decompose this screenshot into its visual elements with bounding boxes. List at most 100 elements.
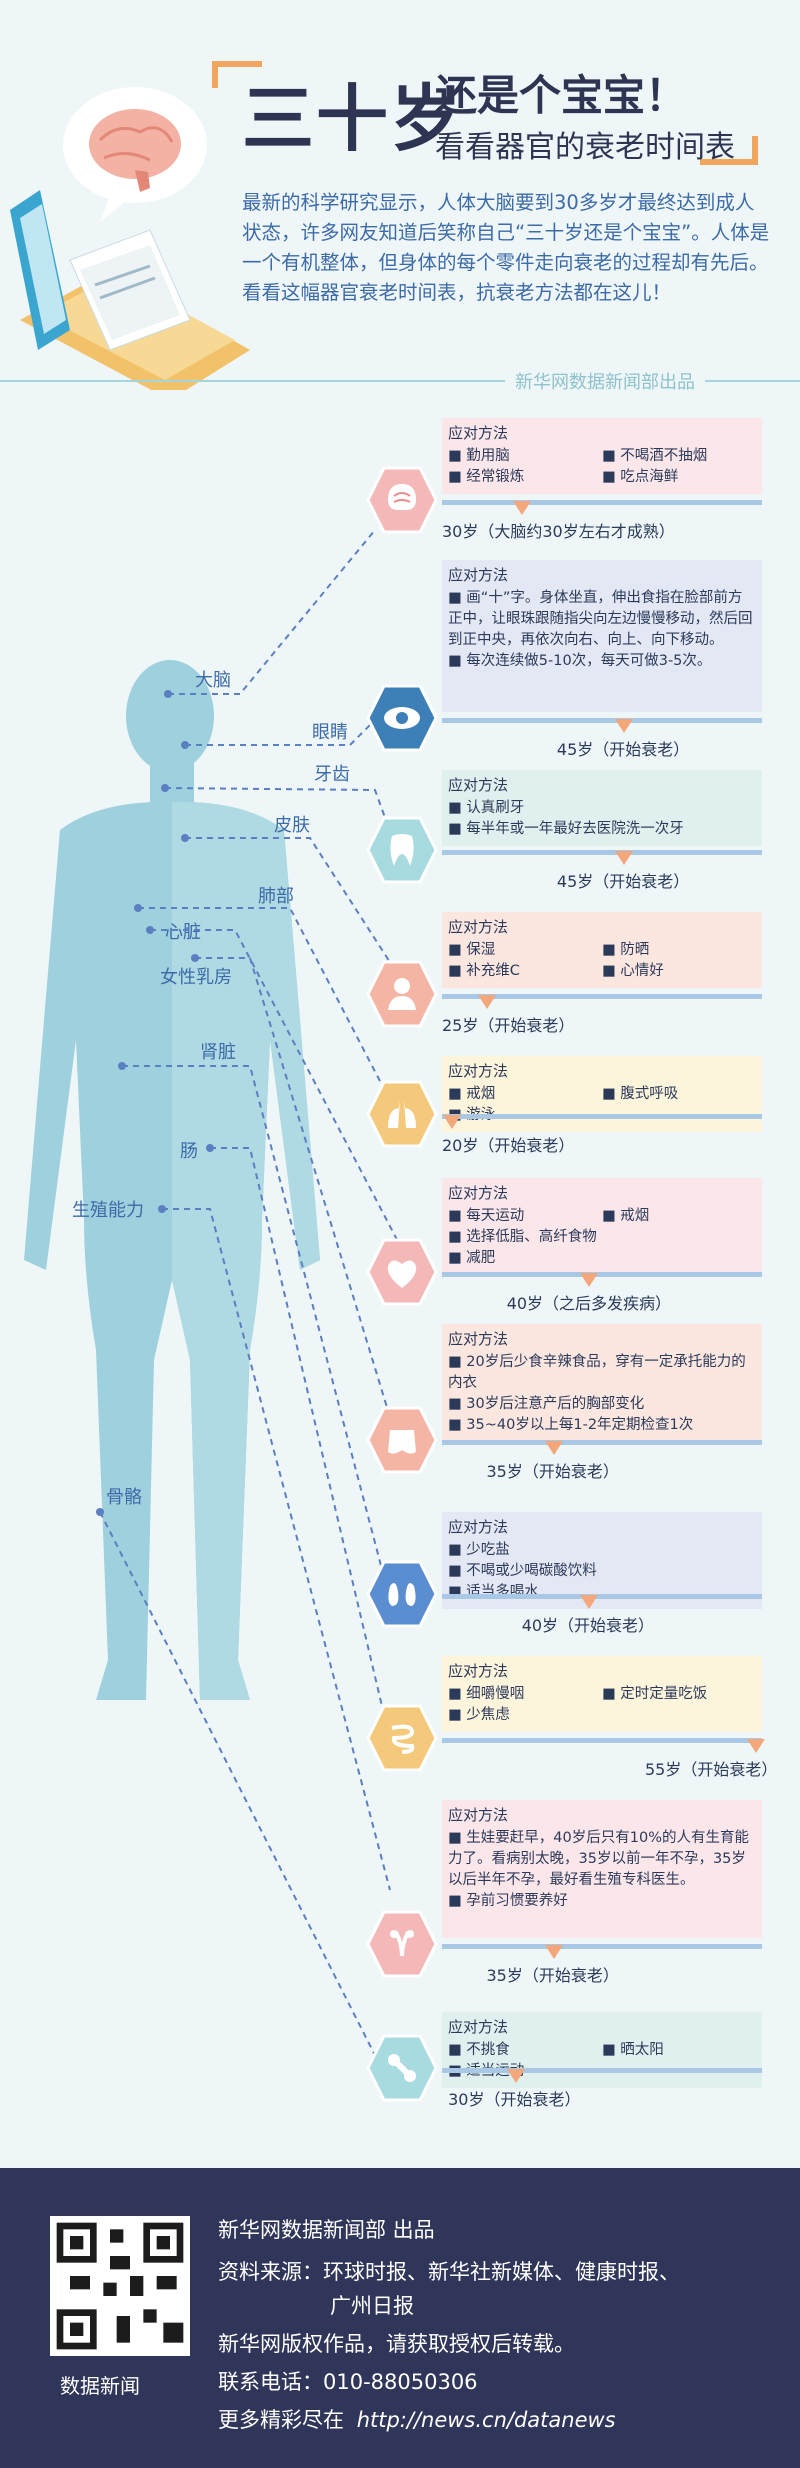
age-timeline-bar [442, 718, 762, 723]
label-skin: 皮肤 [274, 815, 310, 836]
age-timeline-bar [442, 1944, 762, 1949]
age-timeline-bar [442, 994, 762, 999]
card-kidney: 应对方法 ■ 少吃盐■ 不喝或少喝碳酸饮料■ 适当多喝水 [442, 1512, 762, 1609]
age-label: 25岁（开始衰老） [442, 1016, 575, 1035]
method-item: ■ 认真刷牙 [448, 800, 525, 816]
age-marker [615, 851, 634, 865]
method-item: ■ 每次连续做5-10次，每天可做3-5次。 [448, 653, 712, 669]
intestine-icon [366, 1704, 438, 1772]
method-item: ■ 细嚼慢咽 [448, 1686, 525, 1702]
age-label: 35岁（开始衰老） [486, 1462, 619, 1481]
age-timeline-bar [442, 1114, 762, 1119]
method-item: ■ 吃点海鲜 [602, 469, 679, 485]
label-heart: 心脏 [165, 922, 201, 943]
card-title: 应对方法 [448, 776, 509, 794]
age-label: 40岁（之后多发疾病） [506, 1294, 672, 1313]
card-teeth: 应对方法 ■ 认真刷牙■ 每半年或一年最好去医院洗一次牙 [442, 770, 762, 846]
age-marker [477, 995, 496, 1009]
method-item: ■ 保湿 [448, 942, 496, 958]
card-breast: 应对方法 ■ 20岁后少食辛辣食品，穿有一定承托能力的内衣 ■ 30岁后注意产后的胸… [442, 1324, 762, 1442]
method-item: ■ 心情好 [602, 963, 664, 979]
age-marker [506, 2069, 525, 2083]
card-items: ■ 认真刷牙■ 每半年或一年最好去医院洗一次牙 [448, 798, 756, 840]
card-items: ■ 细嚼慢咽 ■ 定时定量吃饭 ■ 少焦虑 [448, 1684, 756, 1726]
title-frame [212, 61, 758, 165]
label-brain: 大脑 [195, 670, 231, 691]
card-bone: 应对方法■ 不挑食■ 晒太阳■ 适当运动 [442, 2012, 762, 2088]
age-label: 35岁（开始衰老） [486, 1966, 619, 1985]
card-eye: 应对方法■ 画“十”字。身体坐直，伸出食指在脸部前方正中，让眼珠跟随指尖向左边慢… [442, 560, 762, 712]
method-item: ■ 每天运动 [448, 1208, 525, 1224]
card-title: 应对方法 [448, 424, 509, 442]
card-items: ■ 20岁后少食辛辣食品，穿有一定承托能力的内衣■ 30岁后注意产后的胸部变化■… [448, 1352, 756, 1436]
card-title: 应对方法 [448, 918, 509, 936]
method-item: ■ 孕前习惯要养好 [448, 1893, 568, 1909]
label-eye: 眼睛 [312, 722, 348, 743]
footer-phone: 联系电话：010-88050306 [218, 2370, 478, 2394]
footer-sources-cont: 广州日报 [330, 2294, 414, 2318]
footer-producer: 新华网数据新闻部 出品 [218, 2218, 435, 2242]
method-item: ■ 晒太阳 [602, 2042, 664, 2058]
card-items: ■ 不挑食■ 晒太阳■ 适当运动 [448, 2040, 756, 2082]
card-items: ■ 少吃盐■ 不喝或少喝碳酸饮料■ 适当多喝水 [448, 1540, 756, 1603]
method-item: ■ 勤用脑 [448, 448, 510, 464]
age-timeline-bar [442, 1440, 762, 1445]
method-item: ■ 选择低脂、高纤食物 [448, 1229, 597, 1245]
age-marker [545, 1441, 563, 1455]
footer: 数据新闻 新华网数据新闻部 出品 资料来源：环球时报、新华社新媒体、健康时报、 … [0, 2168, 800, 2468]
age-label: 30岁（大脑约30岁左右才成熟） [442, 522, 675, 541]
label-teeth: 牙齿 [314, 764, 350, 785]
method-item: ■ 定时定量吃饭 [602, 1686, 708, 1702]
method-item: ■ 不喝或少喝碳酸饮料 [448, 1563, 597, 1579]
qr-code[interactable] [50, 2216, 190, 2356]
method-item: ■ 戒烟 [448, 1086, 496, 1102]
age-timeline-bar [442, 1738, 762, 1743]
age-label: 45岁（开始衰老） [556, 872, 690, 891]
label-breast: 女性乳房 [160, 967, 232, 988]
method-item: ■ 防晒 [602, 942, 650, 958]
age-timeline-bar [442, 1594, 762, 1599]
age-marker [545, 1945, 563, 1959]
age-timeline-bar [442, 850, 762, 855]
label-bone: 骨骼 [106, 1487, 142, 1508]
footer-copyright: 新华网版权作品，请获取授权后转载。 [218, 2332, 575, 2356]
age-timeline-bar [442, 1272, 762, 1277]
method-item: ■ 戒烟 [602, 1208, 650, 1224]
card-title: 应对方法 [448, 1518, 509, 1536]
card-title: 应对方法 [448, 1662, 509, 1680]
card-title: 应对方法 [448, 1330, 509, 1348]
method-item: ■ 不挑食 [448, 2042, 510, 2058]
label-intestine: 肠 [180, 1141, 198, 1162]
footer-url-link[interactable]: http://news.cn/datanews [356, 2408, 616, 2432]
age-marker [580, 1595, 599, 1609]
age-marker [615, 719, 634, 733]
age-label: 55岁（开始衰老） [645, 1760, 778, 1779]
method-item: ■ 腹式呼吸 [602, 1086, 679, 1102]
card-reproduction: 应对方法■ 生娃要赶早，40岁后只有10%的人有生育能力了。看病别太晚，35岁以… [442, 1800, 762, 1938]
heart-icon [366, 1238, 438, 1306]
lung-icon [366, 1080, 438, 1148]
brain-icon [366, 466, 438, 534]
age-timeline-bar [442, 500, 762, 505]
card-skin: 应对方法■ 保湿■ 防晒■ 补充维C■ 心情好 [442, 912, 762, 988]
age-marker [442, 1115, 461, 1129]
footer-more: 更多精彩尽在 http://news.cn/datanews [218, 2404, 616, 2434]
method-item: ■ 30岁后注意产后的胸部变化 [448, 1396, 645, 1412]
bone-icon [366, 2034, 438, 2102]
card-items: ■ 生娃要赶早，40岁后只有10%的人有生育能力了。看病别太晚，35岁以前一年不… [448, 1828, 756, 1912]
method-item: ■ 少焦虑 [448, 1707, 510, 1723]
card-heart: 应对方法■ 每天运动■ 戒烟■ 选择低脂、高纤食物■ 减肥 [442, 1178, 762, 1275]
age-marker [580, 1273, 599, 1287]
title-main: 三十岁 [242, 77, 465, 161]
label-lung: 肺部 [258, 886, 294, 907]
age-label: 45岁（开始衰老） [556, 740, 690, 759]
card-items: ■ 戒烟■ 腹式呼吸■ 游泳 [448, 1084, 756, 1126]
method-item: ■ 20岁后少食辛辣食品，穿有一定承托能力的内衣 [448, 1354, 746, 1391]
age-label: 20岁（开始衰老） [442, 1136, 575, 1155]
card-lung: 应对方法■ 戒烟■ 腹式呼吸■ 游泳 [442, 1056, 762, 1132]
card-intestine: 应对方法 ■ 细嚼慢咽 ■ 定时定量吃饭 ■ 少焦虑 [442, 1656, 762, 1732]
title-side: 还是个宝宝！ [435, 71, 688, 120]
teeth-icon [366, 816, 438, 884]
laptop-brain-illustration [10, 87, 250, 390]
card-items: ■ 保湿■ 防晒■ 补充维C■ 心情好 [448, 940, 756, 982]
